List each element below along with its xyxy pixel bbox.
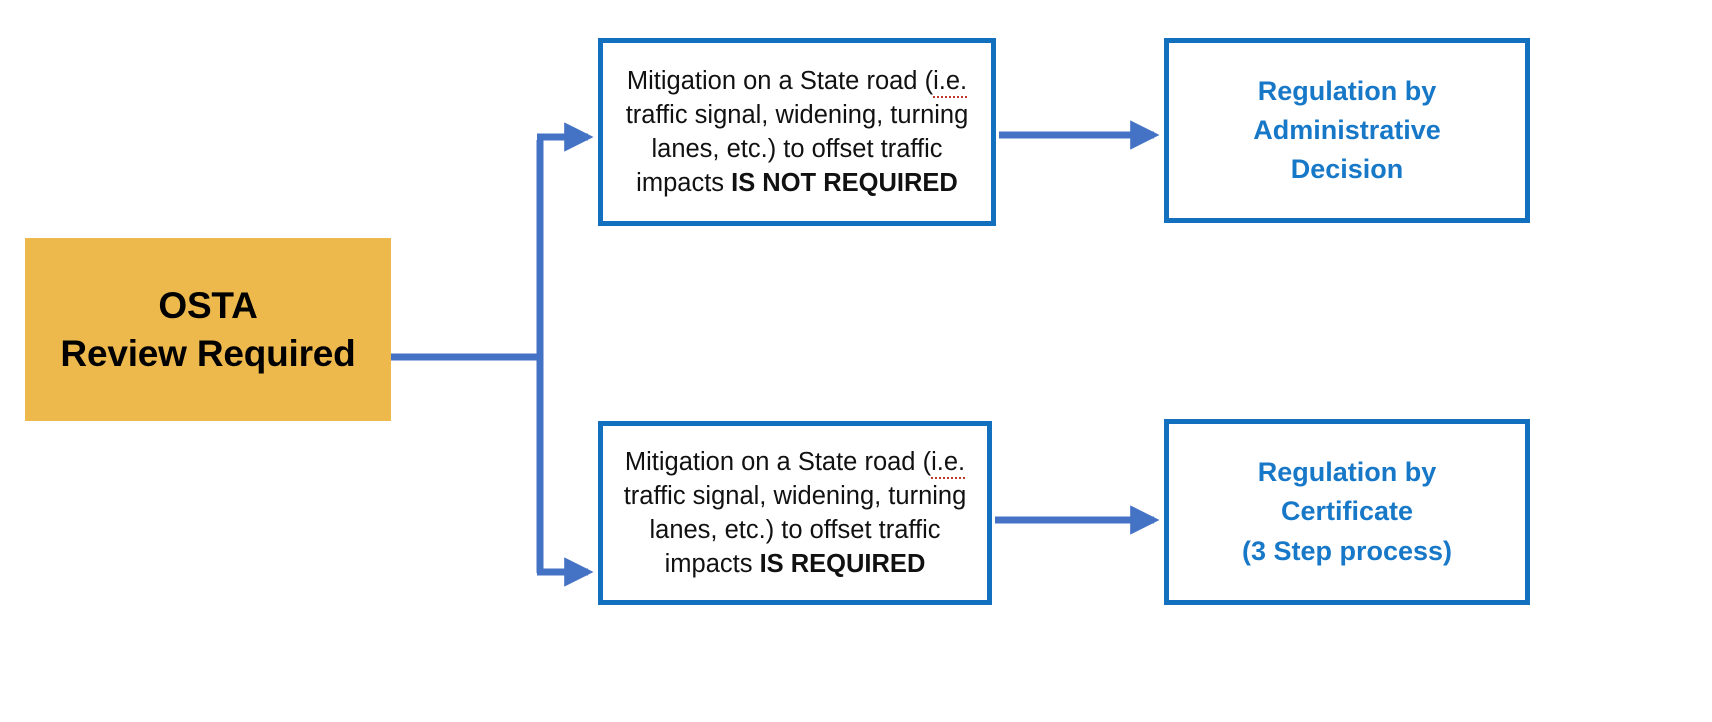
node-regulation-by-certificate[interactable]: Regulation by Certificate (3 Step proces… xyxy=(1164,419,1530,605)
node-mitigation-not-required[interactable]: Mitigation on a State road (i.e. traffic… xyxy=(598,38,996,226)
condition-bottom-prefix: Mitigation on a State road ( xyxy=(624,447,932,476)
node-mitigation-required-label: Mitigation on a State road (i.e. traffic… xyxy=(603,445,987,582)
node-mitigation-not-required-label: Mitigation on a State road (i.e. traffic… xyxy=(603,64,991,201)
node-osta-review-required-label: OSTA Review Required xyxy=(50,282,365,377)
condition-bottom-emphasis: IS REQUIRED xyxy=(759,550,926,579)
node-mitigation-required[interactable]: Mitigation on a State road (i.e. traffic… xyxy=(598,421,992,605)
condition-bottom-squiggle-ie: i.e. xyxy=(931,447,966,479)
outcome-bottom-line-2: Certificate xyxy=(1280,496,1414,527)
outcome-top-line-3: Decision xyxy=(1290,154,1404,185)
osta-line-1: OSTA xyxy=(158,285,258,327)
node-regulation-by-administrative-decision[interactable]: Regulation by Administrative Decision xyxy=(1164,38,1530,223)
node-osta-review-required[interactable]: OSTA Review Required xyxy=(25,238,391,421)
condition-bottom-middle: traffic signal, widening, turning lanes,… xyxy=(623,481,967,579)
condition-top-squiggle-ie: i.e. xyxy=(933,66,968,98)
condition-top-middle: traffic signal, widening, turning lanes,… xyxy=(625,100,969,198)
node-regulation-by-administrative-decision-label: Regulation by Administrative Decision xyxy=(1241,72,1453,189)
outcome-top-line-2: Administrative xyxy=(1253,114,1441,145)
condition-top-prefix: Mitigation on a State road ( xyxy=(626,66,934,95)
outcome-top-line-1: Regulation by xyxy=(1257,75,1437,106)
outcome-bottom-line-1: Regulation by xyxy=(1257,457,1437,488)
osta-line-2: Review Required xyxy=(60,332,356,374)
condition-top-emphasis: IS NOT REQUIRED xyxy=(731,169,958,198)
outcome-bottom-line-3: (3 Step process) xyxy=(1241,535,1453,566)
node-regulation-by-certificate-label: Regulation by Certificate (3 Step proces… xyxy=(1230,453,1464,570)
